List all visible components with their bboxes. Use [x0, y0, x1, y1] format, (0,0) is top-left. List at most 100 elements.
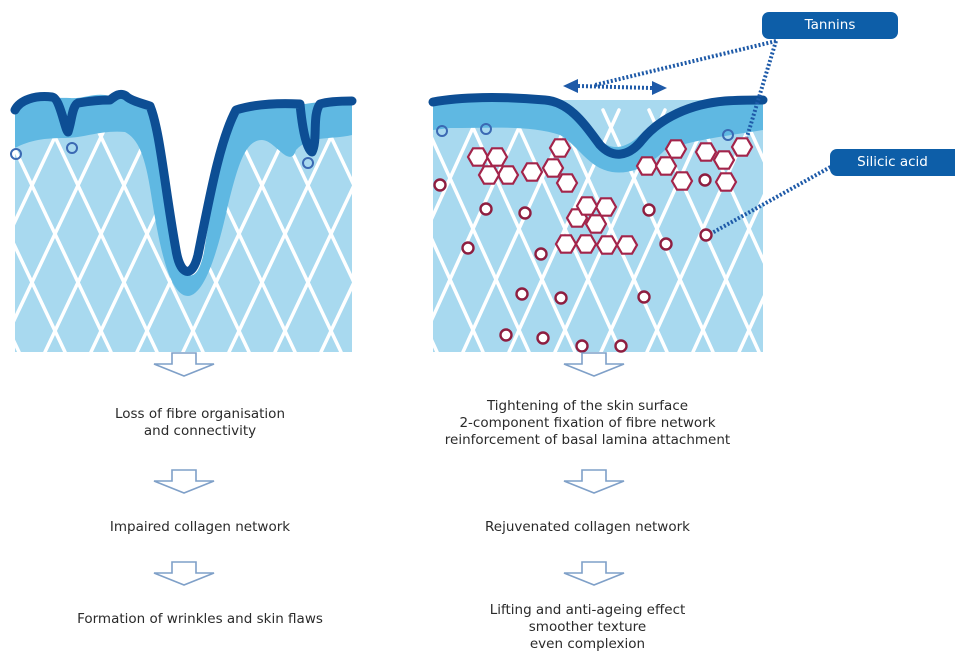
hexagon-icon	[584, 214, 608, 234]
treated-skin-panel	[428, 93, 955, 353]
collagen-fibre	[15, 118, 65, 352]
down-arrow-icon	[563, 352, 625, 377]
marker-circle-icon	[10, 148, 22, 160]
marker-circle-icon	[480, 123, 492, 135]
collagen-fibre	[831, 110, 941, 352]
marker-circle-icon	[302, 157, 314, 169]
collagen-fibre	[691, 108, 763, 352]
collagen-fibre	[433, 108, 485, 352]
aged-skin-panel	[10, 89, 357, 352]
collagen-fibre	[15, 118, 19, 352]
circle-icon	[534, 247, 548, 261]
collagen-fibre	[923, 110, 955, 352]
circle-icon	[614, 339, 628, 353]
collagen-fibre	[433, 108, 483, 352]
down-arrow-icon	[563, 469, 625, 494]
silicic-acid-callout: Silicic acid	[830, 149, 955, 176]
collagen-fibre	[183, 118, 297, 352]
collagen-fibre	[833, 110, 943, 352]
circle-icon	[515, 287, 529, 301]
right-step-3-caption: Lifting and anti-ageing effect smoother …	[410, 602, 765, 653]
caption-line: Rejuvenated collagen network	[485, 519, 690, 535]
tannins-leaders	[594, 39, 778, 138]
circle-icon	[518, 206, 532, 220]
collagen-fibre	[89, 118, 203, 352]
hexagon-icon	[548, 138, 572, 158]
right-step-1-caption: Tightening of the skin surface 2-compone…	[410, 398, 765, 449]
collagen-fibre	[43, 118, 157, 352]
right-surface	[428, 93, 768, 159]
hexagon-icon	[615, 235, 639, 255]
caption-line: and connectivity	[143, 423, 257, 439]
left-fibre-network	[15, 118, 352, 352]
double-arrow-icon	[563, 79, 667, 95]
hexagon-icon	[635, 156, 659, 176]
circle-icon	[433, 178, 447, 192]
marker-circle-icon	[66, 142, 78, 154]
caption-line: smoother texture	[528, 619, 647, 635]
left-step-3-caption: Formation of wrinkles and skin flaws	[20, 611, 380, 628]
down-arrow-icon	[153, 561, 215, 586]
collagen-fibre	[275, 118, 352, 352]
hexagon-icon	[466, 147, 490, 167]
collagen-fibre	[227, 118, 341, 352]
hexagon-icon	[541, 158, 565, 178]
hexagon-icon	[714, 172, 738, 192]
caption-line: Lifting and anti-ageing effect	[489, 602, 686, 618]
hexagon-icon	[520, 162, 544, 182]
circle-icon	[461, 241, 475, 255]
hexagon-icon	[664, 139, 688, 159]
collagen-fibre	[599, 108, 713, 352]
collagen-fibre	[15, 118, 111, 352]
hexagon-icon	[554, 234, 578, 254]
hexagon-icon	[712, 150, 736, 170]
collagen-fibre	[45, 118, 159, 352]
caption-line: reinforcement of basal lamina attachment	[444, 432, 731, 448]
circle-icon	[575, 339, 589, 353]
hexagon-icon	[575, 196, 599, 216]
collagen-fibre	[785, 110, 895, 352]
collagen-fibre	[555, 108, 669, 352]
collagen-fibre	[737, 108, 763, 352]
hexagon-icon	[555, 173, 579, 193]
collagen-fibre	[229, 118, 343, 352]
collagen-fibre	[877, 110, 955, 352]
circle-icon	[479, 202, 493, 216]
hexagon-icon	[574, 234, 598, 254]
hexagon-icon	[477, 165, 501, 185]
caption-line: Formation of wrinkles and skin flaws	[77, 611, 323, 627]
hexagon-icon	[485, 147, 509, 167]
collagen-fibre	[321, 118, 352, 352]
collagen-fibre	[787, 110, 897, 352]
tannins-callout: Tannins	[762, 12, 898, 39]
collagen-fibre	[433, 108, 531, 352]
left-dermis	[15, 105, 352, 352]
down-arrow-icon	[153, 352, 215, 377]
hexagon-icon	[594, 197, 618, 217]
caption-line: Loss of fibre organisation	[114, 406, 285, 422]
collagen-fibre	[91, 118, 205, 352]
hexagon-icon	[496, 165, 520, 185]
circle-icon	[699, 228, 713, 242]
collagen-fibre	[739, 108, 763, 352]
circle-icon	[536, 331, 550, 345]
silicic-acid-leader	[711, 163, 835, 235]
collagen-fibre	[319, 118, 352, 352]
collagen-fibre	[433, 108, 529, 352]
hexagon-icon	[694, 142, 718, 162]
collagen-fibre	[273, 118, 352, 352]
collagen-fibre	[509, 108, 623, 352]
caption-line: Impaired collagen network	[109, 519, 291, 535]
hexagon-icon	[730, 137, 754, 157]
down-arrow-icon	[153, 469, 215, 494]
right-step-2-caption: Rejuvenated collagen network	[410, 519, 765, 536]
collagen-fibre	[181, 118, 295, 352]
marker-circle-icon	[722, 129, 734, 141]
circle-icon	[698, 173, 712, 187]
caption-line: even complexion	[529, 636, 646, 652]
caption-line: 2-component fixation of fibre network	[459, 415, 716, 431]
marker-circle-icon	[436, 125, 448, 137]
caption-line: Tightening of the skin surface	[486, 398, 689, 414]
left-step-1-caption: Loss of fibre organisation and connectiv…	[40, 406, 360, 440]
